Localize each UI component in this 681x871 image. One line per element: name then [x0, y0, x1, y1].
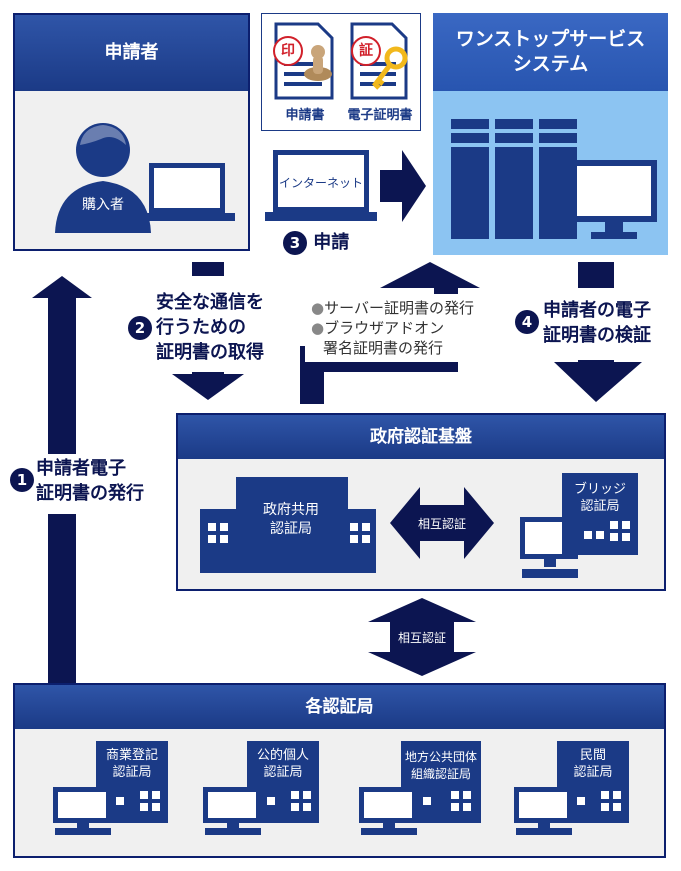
ca-local-gov-computer-icon — [359, 787, 417, 835]
step-4-down-arrow — [554, 262, 642, 402]
cert-glyph: 証 — [359, 43, 373, 59]
buyer-label: 購入者 — [82, 197, 124, 213]
issuance-notes-box: ●サーバー証明書の発行 ●ブラウザアドオン 署名証明書の発行 — [305, 294, 489, 362]
buyer-person-icon — [55, 123, 151, 233]
step-2-line2: 行うための — [156, 317, 246, 338]
ca-public-individual-line1: 公的個人 — [256, 748, 309, 763]
cas-title: 各認証局 — [305, 697, 374, 717]
ca-private-line1: 民間 — [579, 748, 606, 763]
application-label: 申請書 — [285, 108, 325, 123]
cas-box: 各認証局 商業登記 認証局 公的個人 認証局 地方公共団体 組織認証局 民間 認… — [13, 683, 666, 858]
step-3-text: 申請 — [313, 232, 350, 253]
mutual-auth-arrow-icon — [390, 487, 494, 559]
monitor-icon — [571, 160, 657, 239]
note-signature-cert: 署名証明書の発行 — [323, 339, 444, 357]
one-stop-header: ワンストップサービス システム — [433, 13, 668, 91]
gov-pki-header: 政府認証基盤 — [178, 415, 664, 459]
step-4-label: 4 申請者の電子 証明書の検証 — [515, 298, 681, 348]
one-stop-title-2: システム — [512, 53, 589, 75]
step-1-label: 1 申請者電子 証明書の発行 — [10, 456, 180, 506]
step-1-line1: 申請者電子 — [36, 458, 126, 479]
step-3-number: 3 — [283, 231, 307, 255]
certificate-icon — [350, 22, 408, 100]
step-2-line3: 証明書の取得 — [156, 342, 264, 363]
ca-commercial-line1: 商業登記 — [105, 748, 158, 763]
shared-ca-line1: 政府共用 — [263, 502, 319, 518]
ca-private-label: 民間 認証局 — [552, 747, 634, 781]
ca-private-computer-icon — [514, 787, 572, 835]
ca-commercial-computer-icon — [53, 787, 111, 835]
cas-header: 各認証局 — [15, 685, 664, 729]
note-browser-addon: ブラウザアドオン — [324, 319, 445, 337]
step-2-label: 2 安全な通信を 行うための 証明書の取得 — [128, 290, 298, 365]
server-rack-icon — [451, 119, 577, 239]
ca-local-gov-label: 地方公共団体 組織認証局 — [396, 749, 486, 783]
step-2-line1: 安全な通信を — [156, 292, 264, 313]
gov-pki-title: 政府認証基盤 — [370, 427, 472, 447]
stamp-glyph: 印 — [281, 43, 295, 59]
one-stop-title-1: ワンストップサービス — [455, 28, 646, 50]
documents-box: 印 証 申請書 電子証明書 — [261, 13, 421, 131]
certificate-label: 電子証明書 — [347, 108, 413, 123]
ca-private-building-icon — [557, 741, 629, 823]
note-server-cert: サーバー証明書の発行 — [324, 299, 474, 317]
step-4-line2: 証明書の検証 — [543, 325, 651, 346]
ca-commercial-line2: 認証局 — [112, 765, 152, 780]
vertical-mutual-label: 相互認証 — [397, 631, 446, 645]
mutual-auth-label: 相互認証 — [417, 517, 466, 531]
applicant-title: 申請者 — [104, 42, 159, 63]
bridge-ca-line2: 認証局 — [580, 499, 620, 514]
bridge-ca-line1: ブリッジ — [573, 482, 626, 497]
step-3-label: 3 申請 — [283, 230, 349, 255]
applicant-header: 申請者 — [15, 15, 248, 91]
applicant-box: 申請者 購入者 — [13, 13, 250, 251]
right-arrow-icon — [380, 150, 426, 222]
ca-public-individual-computer-icon — [203, 787, 261, 835]
ca-commercial-label: 商業登記 認証局 — [91, 747, 173, 781]
shared-ca-label: 政府共用 認証局 — [236, 501, 346, 539]
internet-label: インターネット — [278, 176, 363, 190]
ca-local-gov-line1: 地方公共団体 — [404, 750, 477, 764]
one-stop-system-box: ワンストップサービス システム — [433, 13, 668, 255]
step-1-line2: 証明書の発行 — [36, 483, 144, 504]
gov-pki-box: 政府認証基盤 政府共用 認証局 相互認証 ブリッジ 認証局 — [176, 413, 666, 591]
internet-laptop-icon — [265, 150, 377, 221]
vertical-mutual-auth-arrow-icon — [368, 598, 476, 676]
ca-public-individual-line2: 認証局 — [263, 765, 303, 780]
laptop-icon — [139, 163, 235, 221]
step-4-number: 4 — [515, 310, 539, 334]
ca-local-gov-line2: 組織認証局 — [410, 767, 471, 781]
stamp-badge: 印 — [273, 36, 303, 66]
step-1-number: 1 — [10, 468, 34, 492]
step-2-number: 2 — [128, 316, 152, 340]
bridge-ca-label: ブリッジ 認証局 — [560, 481, 640, 515]
ca-private-line2: 認証局 — [573, 765, 613, 780]
step-2-down-arrow — [172, 262, 244, 400]
bridge-ca-building-icon — [562, 473, 638, 555]
ca-public-individual-label: 公的個人 認証局 — [242, 747, 324, 781]
cert-badge: 証 — [351, 36, 381, 66]
step-4-line1: 申請者の電子 — [543, 300, 651, 321]
shared-ca-line2: 認証局 — [270, 521, 312, 537]
shared-ca-building-icon — [200, 477, 376, 573]
